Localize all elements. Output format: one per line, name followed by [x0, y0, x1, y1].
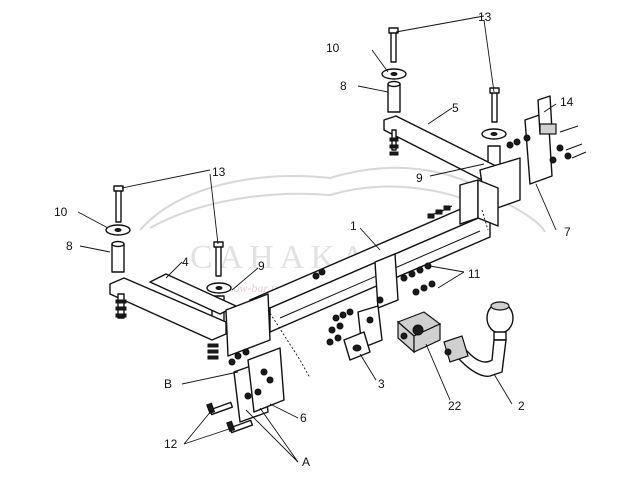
label-8-left: 8: [66, 239, 73, 253]
label-13-top: 13: [478, 10, 492, 24]
label-A: A: [302, 455, 310, 469]
label-14: 14: [560, 95, 574, 109]
electrical-socket: [396, 311, 442, 354]
left-side-bracket: [109, 273, 237, 360]
label-8-top: 8: [340, 79, 347, 93]
ball-mount-bracket: [343, 253, 399, 361]
label-12: 12: [164, 437, 178, 451]
center-fasteners: [312, 262, 436, 346]
label-4: 4: [182, 255, 189, 269]
label-13-left: 13: [212, 165, 226, 179]
label-1: 1: [350, 219, 357, 233]
tow-ball: [443, 301, 514, 377]
label-9-top: 9: [416, 171, 423, 185]
label-B: B: [164, 377, 172, 391]
label-10-top: 10: [326, 41, 340, 55]
right-bolt-stack: [381, 27, 507, 169]
label-5: 5: [452, 101, 459, 115]
label-2: 2: [518, 399, 525, 413]
bolts-12: [206, 401, 254, 434]
right-side-bracket: [383, 115, 501, 183]
label-22: 22: [448, 399, 462, 413]
label-11: 11: [468, 267, 481, 281]
assembly-lines: [267, 209, 489, 379]
label-7: 7: [564, 225, 571, 239]
part-labels: 13 10 8 5 14 9 7 13 10 8 1 4 9 11 3 B 22…: [54, 10, 574, 469]
label-6: 6: [300, 411, 307, 425]
label-3: 3: [378, 377, 385, 391]
label-10-left: 10: [54, 205, 68, 219]
left-side-plate: [225, 293, 285, 423]
leader-lines: [77, 15, 557, 463]
label-9-left: 9: [258, 259, 265, 273]
